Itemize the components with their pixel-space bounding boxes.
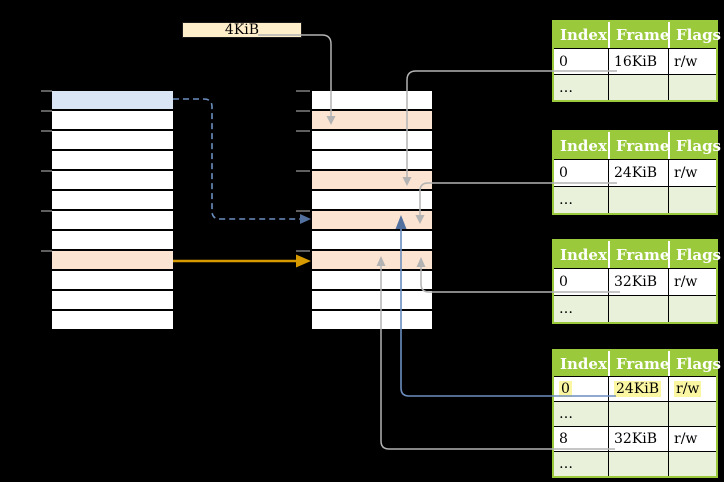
page-size-label: 4KiB <box>182 22 302 38</box>
cell-flags: r/w <box>668 376 716 401</box>
cell-empty <box>608 451 668 476</box>
cell-frame: 16KiB <box>608 48 668 74</box>
memory-row-white <box>52 271 173 291</box>
highlighted-value: 0 <box>559 381 572 397</box>
cell-empty <box>668 401 716 426</box>
cell-ellipsis: … <box>554 74 608 100</box>
table-row-ellipsis: … <box>554 401 716 426</box>
memory-row-white <box>312 131 432 151</box>
cell-frame: 32KiB <box>608 426 668 451</box>
table-row-ellipsis: … <box>554 295 716 322</box>
table-header-row: Index Frame Flags <box>554 132 721 159</box>
cell-ellipsis: … <box>554 186 608 213</box>
cell-index: 0 <box>554 48 608 74</box>
connector-virtual-orange <box>173 254 311 268</box>
column-header-frame: Frame <box>608 241 669 268</box>
cell-frame: 32KiB <box>608 268 668 295</box>
cell-index: 0 <box>554 376 608 401</box>
column-header-index: Index <box>554 22 608 48</box>
memory-row-orange <box>312 111 432 131</box>
connector-virtual-blue-dashed <box>173 98 311 224</box>
highlighted-value: 24KiB <box>614 381 662 397</box>
cell-empty <box>668 74 716 100</box>
cell-empty <box>608 74 668 100</box>
memory-row-white <box>312 291 432 311</box>
column-header-frame: Frame <box>608 351 669 376</box>
page-table-24kib: Index Frame Flags 0 24KiB r/w … <box>552 130 721 215</box>
memory-row-white <box>52 111 173 131</box>
column-header-index: Index <box>554 351 608 376</box>
memory-row-white <box>312 231 432 251</box>
memory-row-white <box>52 151 173 171</box>
memory-row-orange <box>312 211 432 231</box>
memory-row-white <box>312 151 432 171</box>
memory-row-blue <box>52 91 173 111</box>
table-row-highlighted: 0 24KiB r/w <box>554 376 716 401</box>
address-ticks-middle <box>296 90 310 252</box>
virtual-memory-column <box>52 91 173 331</box>
cell-flags: r/w <box>668 426 716 451</box>
cell-frame: 24KiB <box>608 376 668 401</box>
address-ticks-left <box>41 90 52 252</box>
column-header-frame: Frame <box>608 132 669 159</box>
cell-ellipsis: … <box>554 295 608 322</box>
memory-row-white <box>312 91 432 111</box>
memory-row-white <box>52 171 173 191</box>
memory-row-white <box>52 311 173 331</box>
column-header-flags: Flags <box>668 132 721 159</box>
memory-row-white <box>312 191 432 211</box>
cell-empty <box>668 186 716 213</box>
cell-flags: r/w <box>668 159 716 186</box>
cell-frame: 24KiB <box>608 159 668 186</box>
memory-row-orange <box>312 171 432 191</box>
column-header-index: Index <box>554 132 608 159</box>
page-table-16kib: Index Frame Flags 0 16KiB r/w … <box>552 20 721 102</box>
column-header-flags: Flags <box>668 241 721 268</box>
column-header-flags: Flags <box>668 22 721 48</box>
memory-row-orange <box>312 251 432 271</box>
memory-row-white <box>52 291 173 311</box>
table-header-row: Index Frame Flags <box>554 351 721 376</box>
cell-index: 0 <box>554 159 608 186</box>
cell-empty <box>608 186 668 213</box>
table-row: 8 32KiB r/w <box>554 426 716 451</box>
table-row-ellipsis: … <box>554 74 716 100</box>
cell-flags: r/w <box>668 48 716 74</box>
column-header-index: Index <box>554 241 608 268</box>
table-row: 0 16KiB r/w <box>554 48 716 74</box>
cell-ellipsis: … <box>554 401 608 426</box>
memory-row-white <box>52 191 173 211</box>
highlighted-value: r/w <box>674 381 702 397</box>
page-table-level2: Index Frame Flags 0 24KiB r/w … 8 32KiB … <box>552 349 721 478</box>
cell-empty <box>608 401 668 426</box>
cell-index: 8 <box>554 426 608 451</box>
page-table-32kib: Index Frame Flags 0 32KiB r/w … <box>552 239 721 324</box>
table-row: 0 32KiB r/w <box>554 268 716 295</box>
memory-row-orange <box>52 251 173 271</box>
physical-memory-column <box>312 91 432 331</box>
column-header-flags: Flags <box>668 351 721 376</box>
cell-ellipsis: … <box>554 451 608 476</box>
cell-empty <box>668 451 716 476</box>
memory-row-white <box>52 231 173 251</box>
memory-row-white <box>312 311 432 331</box>
table-row: 0 24KiB r/w <box>554 159 716 186</box>
table-header-row: Index Frame Flags <box>554 22 721 48</box>
cell-flags: r/w <box>668 268 716 295</box>
table-row-ellipsis: … <box>554 186 716 213</box>
memory-row-white <box>52 131 173 151</box>
cell-empty <box>608 295 668 322</box>
memory-row-white <box>312 271 432 291</box>
column-header-frame: Frame <box>608 22 669 48</box>
cell-index: 0 <box>554 268 608 295</box>
table-header-row: Index Frame Flags <box>554 241 721 268</box>
cell-empty <box>668 295 716 322</box>
table-row-ellipsis: … <box>554 451 716 476</box>
memory-row-white <box>52 211 173 231</box>
